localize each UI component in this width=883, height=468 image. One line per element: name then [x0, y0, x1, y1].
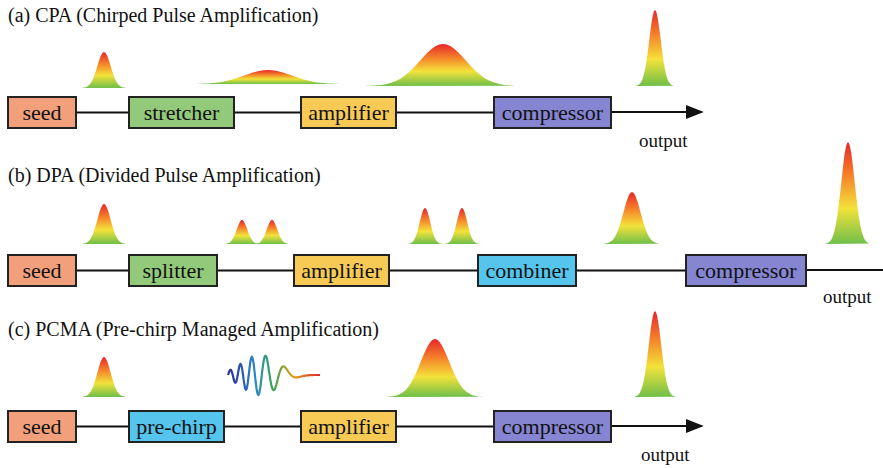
- process-box: stretcher: [128, 96, 235, 129]
- output-label: output: [640, 444, 691, 466]
- box-label: compressor: [502, 414, 603, 440]
- chirped-pulse: [228, 356, 320, 395]
- box-label: compressor: [695, 258, 796, 284]
- box-label: compressor: [502, 100, 603, 126]
- box-label: amplifier: [308, 100, 389, 126]
- output-line: [807, 269, 883, 271]
- box-label: amplifier: [308, 414, 389, 440]
- pulse-shape: [254, 220, 289, 244]
- seed-box: seed: [7, 254, 77, 287]
- box-label: amplifier: [301, 258, 382, 284]
- process-box: amplifier: [300, 96, 397, 129]
- process-box: amplifier: [293, 254, 390, 287]
- pulse-shape: [387, 339, 483, 397]
- connector-line: [397, 426, 493, 428]
- process-box: compressor: [685, 254, 807, 287]
- connector-line: [577, 270, 685, 272]
- output-arrow: [612, 111, 702, 113]
- output-arrow: [612, 425, 702, 427]
- connector-line: [225, 426, 300, 428]
- box-label: splitter: [142, 258, 203, 284]
- pulse-shape: [82, 52, 127, 88]
- box-label: stretcher: [144, 100, 220, 126]
- pulse-shape: [224, 220, 259, 244]
- box-label: seed: [22, 258, 61, 284]
- output-label: output: [822, 286, 873, 308]
- connector-line: [77, 426, 128, 428]
- box-label: pre-chirp: [136, 414, 217, 440]
- process-box: combiner: [477, 254, 577, 287]
- box-label: combiner: [485, 258, 568, 284]
- connector-line: [77, 112, 128, 114]
- pulse-shape: [407, 208, 442, 244]
- process-box: compressor: [493, 410, 612, 443]
- process-box: seed: [7, 410, 77, 443]
- process-box: amplifier: [300, 410, 397, 443]
- panel-heading: (b) DPA (Divided Pulse Amplification): [8, 164, 321, 187]
- box-label: seed: [22, 414, 61, 440]
- connector-line: [390, 270, 477, 272]
- pulse-shape: [826, 142, 871, 244]
- pulse-shape: [636, 10, 674, 86]
- connector-line: [235, 112, 300, 114]
- pulse-shape: [82, 357, 127, 397]
- panel-heading: (c) PCMA (Pre-chirp Managed Amplificatio…: [8, 318, 379, 341]
- output-label: output: [638, 130, 689, 152]
- panel-heading: (a) CPA (Chirped Pulse Amplification): [8, 4, 318, 27]
- process-box: pre-chirp: [128, 410, 225, 443]
- box-label: seed: [22, 100, 61, 126]
- pulse-shape: [444, 208, 479, 244]
- process-box: splitter: [128, 254, 218, 287]
- pulse-shape: [603, 192, 661, 244]
- pulse-shape: [366, 44, 520, 86]
- connector-line: [218, 270, 293, 272]
- process-box: compressor: [493, 96, 612, 129]
- connector-line: [77, 270, 128, 272]
- pulse-shape: [188, 70, 348, 84]
- pulse-shape: [82, 204, 127, 244]
- pulse-shape: [634, 311, 676, 397]
- seed-box: seed: [7, 96, 77, 129]
- connector-line: [397, 112, 493, 114]
